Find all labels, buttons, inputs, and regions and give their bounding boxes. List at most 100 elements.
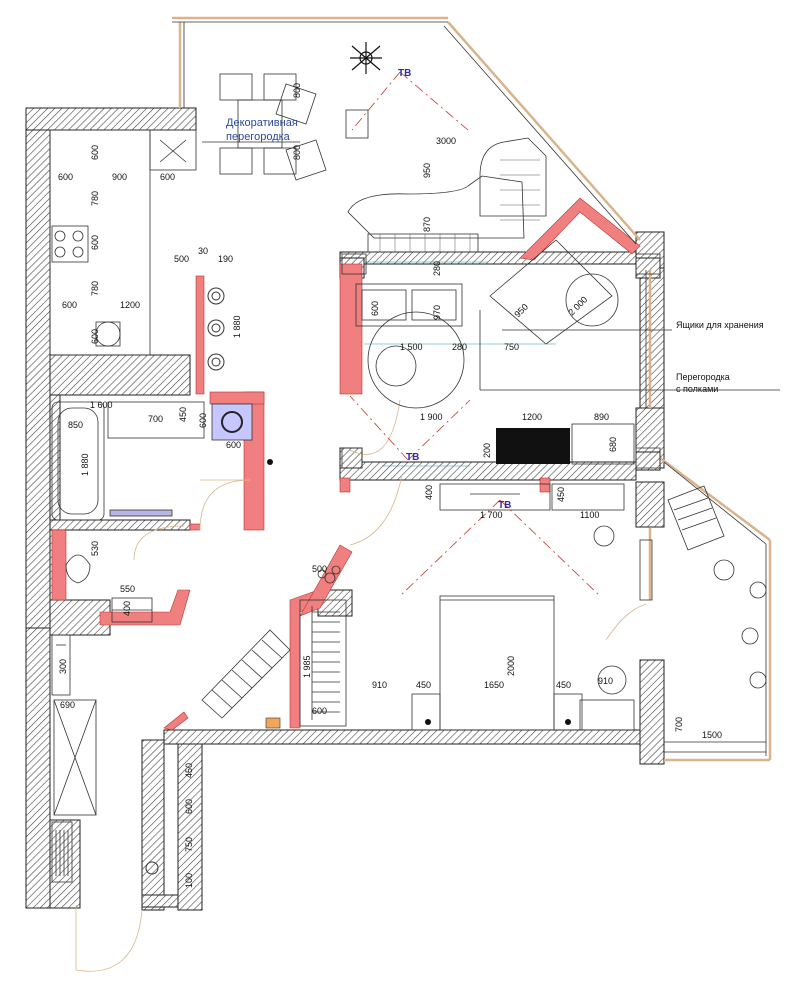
dim-bath-600-h: 600 xyxy=(226,440,241,450)
shelf-partition-note-line-1: Перегородка xyxy=(676,372,730,382)
dim-bath-550: 550 xyxy=(120,584,135,594)
dim-dining-chair-2: 800 xyxy=(292,145,302,160)
dim-bed-1700: 1 700 xyxy=(480,510,503,520)
dim-bed-450-v: 450 xyxy=(556,487,566,502)
dim-kitchen-2: 600 xyxy=(160,172,175,182)
dim-entry-100: 100 xyxy=(184,873,194,888)
dim-kitchen-1200: 1200 xyxy=(120,300,140,310)
dim-living-750: 750 xyxy=(504,342,519,352)
bedside-lamp-left-icon xyxy=(425,719,431,725)
dim-living-2000: 2 000 xyxy=(566,294,589,317)
dim-living-950: 950 xyxy=(422,163,432,178)
dim-bed-910: 910 xyxy=(372,680,387,690)
dim-bed-400: 400 xyxy=(424,485,434,500)
dim-balcony-1500: 1500 xyxy=(702,730,722,740)
dim-entry-450: 450 xyxy=(184,763,194,778)
entry-light-icon xyxy=(145,861,159,875)
gas-pipes xyxy=(207,287,225,371)
dim-bed-910-b: 910 xyxy=(598,676,613,686)
dim-bath-400: 400 xyxy=(122,601,132,616)
dim-bath-530: 530 xyxy=(90,541,100,556)
dim-living-1900: 1 900 xyxy=(420,412,443,422)
dim-bed-1650: 1650 xyxy=(484,680,504,690)
plant-top xyxy=(350,42,382,74)
sofa xyxy=(347,137,547,253)
dim-bed-1100: 1100 xyxy=(580,510,599,520)
dim-living-680: 680 xyxy=(608,437,618,452)
tv-stand-black xyxy=(496,428,570,464)
bedroom-furniture xyxy=(439,483,635,731)
shoe-rack-diagonal xyxy=(201,629,291,719)
dim-bed-2000: 2000 xyxy=(506,656,516,676)
dim-bath-600-v: 600 xyxy=(198,413,208,428)
dim-hall-30: 30 xyxy=(198,246,208,256)
dim-hall-190: 190 xyxy=(218,254,233,264)
partition-title: Декоративная перегородка xyxy=(226,117,298,143)
corridor-storage xyxy=(51,634,97,883)
partition-title-line-1: Декоративная xyxy=(226,117,298,129)
dining-set xyxy=(219,73,327,181)
kitchen-area xyxy=(49,129,197,356)
dim-hall-500: 500 xyxy=(174,254,189,264)
sofa-mesh xyxy=(379,159,540,252)
annotation-leaders xyxy=(202,141,780,391)
storage-boxes-note: Ящики для хранения xyxy=(676,320,764,330)
bed xyxy=(411,595,583,731)
bedside-lamp-right-icon xyxy=(565,719,571,725)
dim-living-3000: 3000 xyxy=(436,136,456,146)
door-handle-icon xyxy=(267,459,273,465)
windows xyxy=(172,16,772,762)
dim-bed-450-b: 450 xyxy=(556,680,571,690)
bathroom-fixtures xyxy=(51,401,205,623)
dim-corridor-300: 300 xyxy=(58,659,68,674)
balcony-furniture xyxy=(639,485,767,689)
dim-bath-850: 850 xyxy=(68,420,83,430)
tv-label-living: ТВ xyxy=(398,68,411,79)
doors xyxy=(75,399,647,972)
dim-living-890: 890 xyxy=(594,412,609,422)
dim-living-200: 200 xyxy=(482,443,492,458)
dim-living-870: 870 xyxy=(422,217,432,232)
dim-entry-750: 750 xyxy=(184,837,194,852)
dim-bath-700: 700 xyxy=(148,414,163,424)
dim-hall-1880: 1 880 xyxy=(232,315,242,338)
small-tables xyxy=(341,109,661,469)
dim-kitchen-600-b: 600 xyxy=(62,300,77,310)
dim-living-280-b: 280 xyxy=(452,342,467,352)
exterior-walls xyxy=(25,107,665,911)
dim-bed-450-a: 450 xyxy=(416,680,431,690)
plant-small xyxy=(317,565,341,584)
dim-living-950-diag: 950 xyxy=(512,302,530,320)
dim-bath-1600: 1 600 xyxy=(90,400,113,410)
dim-kitchen-780-a: 780 xyxy=(90,191,100,206)
tv-label-bedroom: ТВ xyxy=(498,500,511,511)
small-cabinet xyxy=(265,717,281,729)
dim-kitchen-top-600: 600 xyxy=(90,145,100,160)
storage-guides xyxy=(364,261,556,467)
dim-bed-500: 500 xyxy=(312,564,327,574)
shelf-partition-note-line-2: с полками xyxy=(676,384,718,394)
dim-balcony-700: 700 xyxy=(674,717,684,732)
partition-title-line-2: перегородка xyxy=(226,131,291,143)
living-furniture xyxy=(355,239,619,409)
dim-dining-chair-1: 800 xyxy=(292,83,302,98)
dim-living-1500: 1 500 xyxy=(400,342,423,352)
dim-living-970: 970 xyxy=(432,305,442,320)
tv-sightlines xyxy=(349,71,601,597)
dim-bed-600: 600 xyxy=(312,706,327,716)
washing-machine-drum-icon xyxy=(221,411,243,433)
dim-kitchen-3: 900 xyxy=(112,172,127,182)
dim-corridor-690: 690 xyxy=(60,700,75,710)
dim-bath-450: 450 xyxy=(178,407,188,422)
dim-kitchen-1: 600 xyxy=(58,172,73,182)
tv-label-living-lower: ТВ xyxy=(406,452,419,463)
dim-bath-1880: 1 880 xyxy=(80,453,90,476)
dim-entry-600: 600 xyxy=(184,799,194,814)
wardrobe xyxy=(299,599,347,727)
dim-living-600: 600 xyxy=(370,301,380,316)
media-cabinet xyxy=(571,423,635,465)
dim-kitchen-780-b: 780 xyxy=(90,281,100,296)
dim-living-1200: 1200 xyxy=(522,412,542,422)
dim-living-280: 280 xyxy=(432,261,442,276)
